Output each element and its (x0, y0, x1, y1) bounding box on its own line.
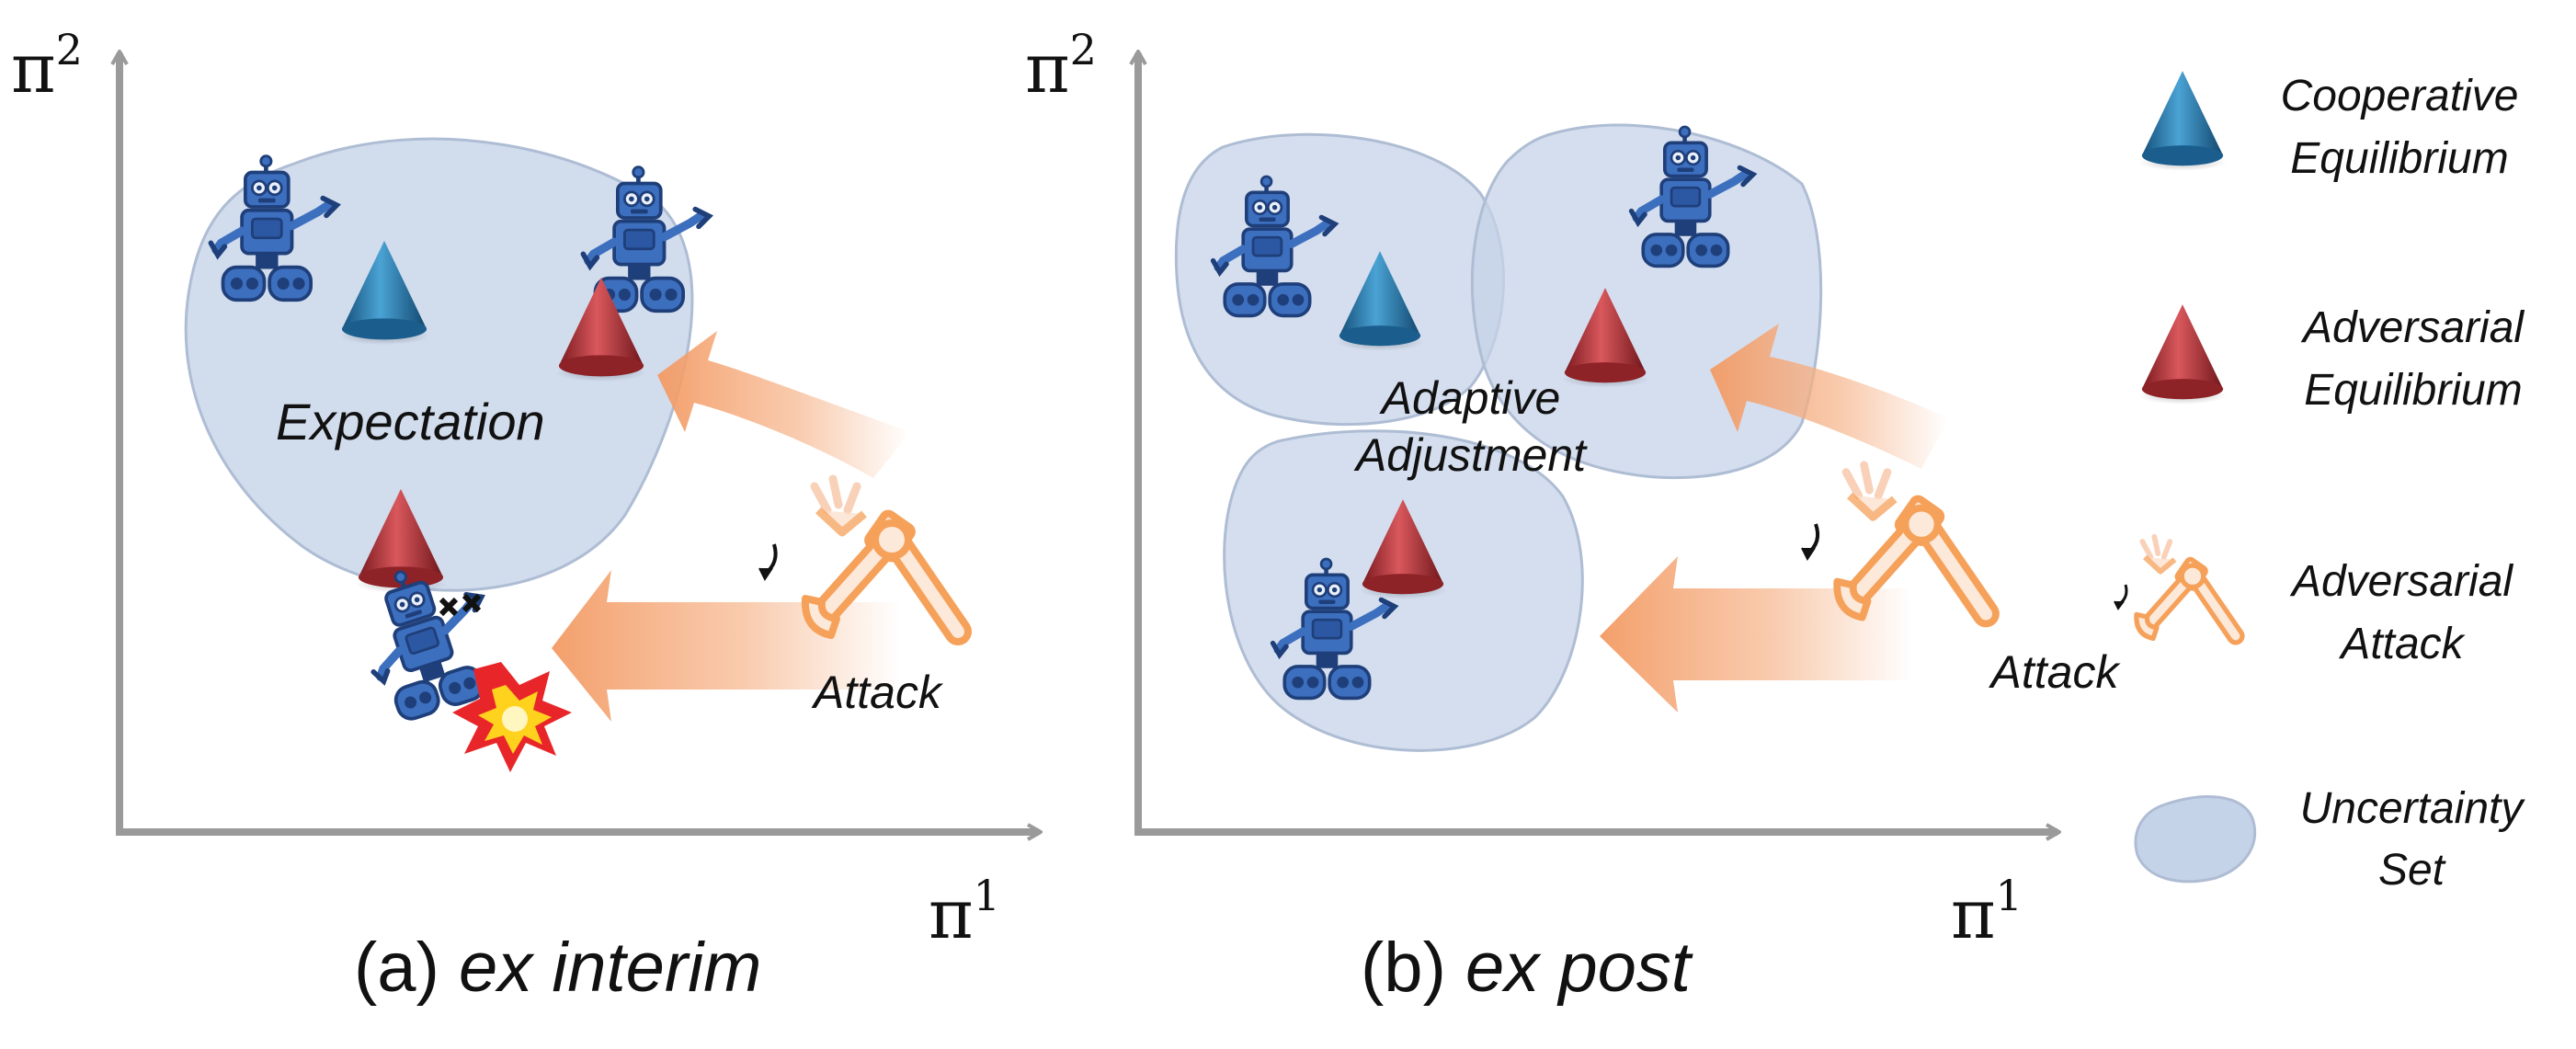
legend-label: Equilibrium (2304, 366, 2522, 415)
legend-label: Adversarial (2289, 557, 2513, 606)
red-cone-icon (2138, 304, 2227, 405)
blue-cone-icon (2138, 71, 2227, 171)
legend-label: Attack (2338, 620, 2466, 668)
panel-ex-interim: π2 π1 Expectation Attack (a) ex interim (11, 25, 1043, 1007)
attack-label: Attack (1989, 646, 2122, 698)
legend-label: Equilibrium (2290, 134, 2508, 183)
panel-ex-post: π2 π1 Adaptive Adjustment (b) ex post (1025, 25, 2061, 1007)
set-label: Expectation (276, 393, 545, 450)
broken-robot-icon (347, 550, 511, 725)
x-axis-label: π1 (929, 871, 1000, 954)
attack-arrow-lower (1600, 556, 1912, 713)
caption-a: (a) ex interim (354, 929, 761, 1007)
uncertainty-blob-icon (2134, 795, 2257, 884)
legend-item-cooperative: Cooperative Equilibrium (2138, 71, 2518, 183)
x-axis-label: π1 (1951, 871, 2023, 954)
legend-item-adversarial-equilibrium: Adversarial Equilibrium (2138, 303, 2525, 415)
legend-label: Cooperative (2281, 72, 2519, 120)
uncertainty-set (1470, 123, 1823, 480)
legend-label: Set (2378, 846, 2446, 895)
legend: Cooperative Equilibrium Adversarial Equi… (1989, 71, 2526, 895)
set-label: Adaptive (1379, 372, 1561, 424)
attack-arrow-upper (657, 331, 910, 478)
y-axis-label: π2 (11, 25, 83, 108)
legend-label: Uncertainty (2300, 784, 2526, 833)
attack-label: Attack (811, 667, 944, 718)
uncertainty-set (184, 137, 694, 592)
robot-arm-icon (2137, 537, 2236, 639)
legend-label: Adversarial (2300, 303, 2525, 352)
explosion-icon (452, 662, 572, 772)
set-label: Adjustment (1353, 429, 1588, 481)
legend-item-attack: Attack Adversarial Attack (1989, 537, 2513, 698)
caption-b: (b) ex post (1361, 929, 1693, 1007)
attack-arrow-upper (1710, 324, 1949, 469)
legend-item-uncertainty: Uncertainty Set (2134, 784, 2526, 895)
y-axis-label: π2 (1025, 25, 1097, 108)
